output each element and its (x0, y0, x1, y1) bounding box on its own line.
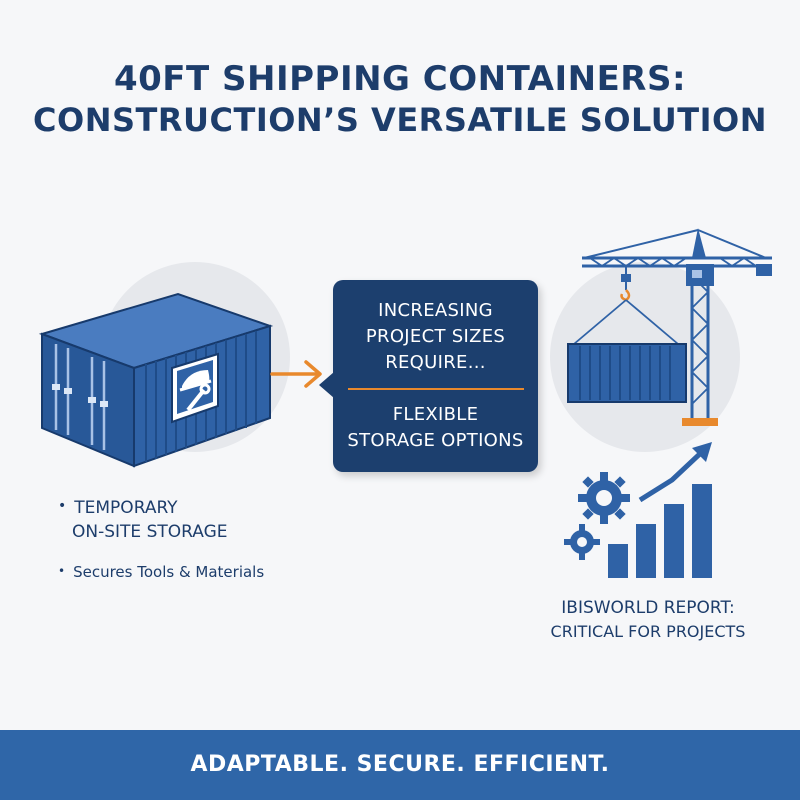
hard-hat-wrench-icon (171, 352, 219, 424)
report-line-2: CRITICAL FOR PROJECTS (550, 622, 746, 641)
callout-top-text: INCREASING PROJECT SIZES REQUIRE... (333, 298, 538, 376)
page-title: 40FT SHIPPING CONTAINERS: CONSTRUCTION’S… (0, 58, 800, 140)
callout-bottom-line-2: STORAGE OPTIONS (347, 430, 524, 451)
bullet-marker: • (58, 498, 67, 514)
bullet-marker: • (58, 564, 66, 578)
bullet-temporary-storage: • TEMPORARY ON-SITE STORAGE (58, 494, 264, 544)
footer-banner: ADAPTABLE. SECURE. EFFICIENT. (0, 730, 800, 800)
bullet-1-line-2: ON-SITE STORAGE (72, 522, 228, 542)
callout-top-line-2: PROJECT SIZES (365, 326, 506, 347)
footer-tagline: ADAPTABLE. SECURE. EFFICIENT. (190, 752, 610, 777)
feature-bullets: • TEMPORARY ON-SITE STORAGE • Secures Tool… (58, 494, 264, 583)
growth-chart-icon (608, 442, 712, 578)
callout-bottom-line-1: FLEXIBLE (392, 404, 479, 425)
callout-top-line-3: REQUIRE... (385, 352, 486, 373)
callout-bottom-text: FLEXIBLE STORAGE OPTIONS (333, 402, 538, 454)
bullet-2-text: Secures Tools & Materials (73, 563, 265, 581)
shipping-container-icon (38, 292, 274, 468)
report-caption: IBISWORLD REPORT: CRITICAL FOR PROJECTS (520, 596, 776, 644)
title-line-2: CONSTRUCTION’S VERSATILE SOLUTION (33, 101, 767, 139)
gears-icon (564, 472, 630, 560)
callout-pointer (319, 372, 334, 398)
tower-crane-icon (567, 228, 772, 426)
report-line-1: IBISWORLD REPORT: (561, 598, 735, 618)
bullet-secures-tools: • Secures Tools & Materials (58, 560, 264, 583)
bullet-1-line-1: TEMPORARY (74, 498, 178, 518)
title-line-1: 40FT SHIPPING CONTAINERS: (113, 59, 687, 99)
callout-divider (347, 388, 524, 390)
callout-box: INCREASING PROJECT SIZES REQUIRE... FLEX… (319, 280, 538, 472)
callout-top-line-1: INCREASING (378, 300, 493, 321)
